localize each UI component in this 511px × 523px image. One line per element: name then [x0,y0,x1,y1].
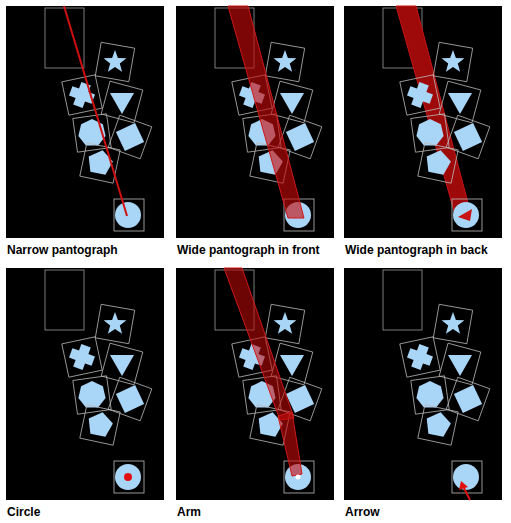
shape-frame [418,143,458,183]
shape-frame [446,377,490,421]
target-circle [453,202,479,228]
pantograph-tip [458,209,472,221]
shape [110,93,134,114]
pantograph-band [228,6,304,218]
target-circle [115,202,141,228]
shape [110,355,134,376]
empty-frame [45,8,84,68]
shape-frame [101,81,143,123]
shape-frame [433,42,472,81]
shape-frame [80,143,120,183]
panel-caption: Arrow [345,505,380,519]
shape-frame [62,75,102,115]
shape [407,82,433,108]
shape [116,385,144,413]
panel-ground [344,268,502,500]
panel [344,6,502,238]
shape-frame [108,115,152,159]
shape [442,312,465,334]
shape-frame [452,461,482,493]
shape-frame [101,343,143,385]
arrow-shaft [464,488,470,500]
panel [6,268,164,500]
panel-caption: Narrow pantograph [7,243,118,257]
arm-upper [224,268,294,420]
shape [280,93,304,114]
shape [416,119,443,146]
shape-frame [95,304,134,343]
shape-frame [265,304,304,343]
shape [104,50,127,72]
panel [176,268,334,500]
shape [427,412,451,437]
shape-frame [400,75,440,115]
pantograph-band [396,6,472,218]
panel-caption: Wide pantograph in front [177,243,320,257]
shape [407,344,433,370]
shape-frame [114,461,144,493]
shape [89,412,113,437]
shape-frame [418,405,458,445]
shape [427,150,451,175]
panel-ground [176,268,334,500]
target-circle [115,464,141,490]
cursor-dot [124,473,132,481]
target-circle [453,464,479,490]
panel-caption: Wide pantograph in back [345,243,488,257]
panel [344,268,502,500]
shape [274,50,297,72]
shape [286,123,314,151]
shape [416,381,443,408]
empty-frame [383,270,422,330]
pantograph-line [64,6,127,216]
panel [176,6,334,238]
panel-ground [6,6,164,238]
arm-tip [296,475,301,480]
shape [274,312,297,334]
shape-frame [62,337,102,377]
shape [116,123,144,151]
empty-frame [45,270,84,330]
shape-frame [80,405,120,445]
shape-frame [400,337,440,377]
shape-frame [439,81,481,123]
shape-frame [439,343,481,385]
shape [448,93,472,114]
panel [6,6,164,238]
panel-ground [176,6,334,238]
panel-caption: Arm [177,505,201,519]
shape-frame [433,304,472,343]
shape-frame [114,199,144,231]
shape-frame [452,199,482,231]
shape [454,123,482,151]
panel-caption: Circle [7,505,40,519]
shape-frame [446,115,490,159]
arrow-head [459,481,468,490]
shape [442,50,465,72]
shape [104,312,127,334]
shape-frame [95,42,134,81]
shape [78,381,105,408]
shape [280,355,304,376]
arm-lower [278,412,302,476]
shape [448,355,472,376]
shape-frame [265,42,304,81]
shape [69,344,95,370]
panel-ground [344,6,502,238]
panel-ground [6,268,164,500]
shape-frame [108,377,152,421]
shape [454,385,482,413]
